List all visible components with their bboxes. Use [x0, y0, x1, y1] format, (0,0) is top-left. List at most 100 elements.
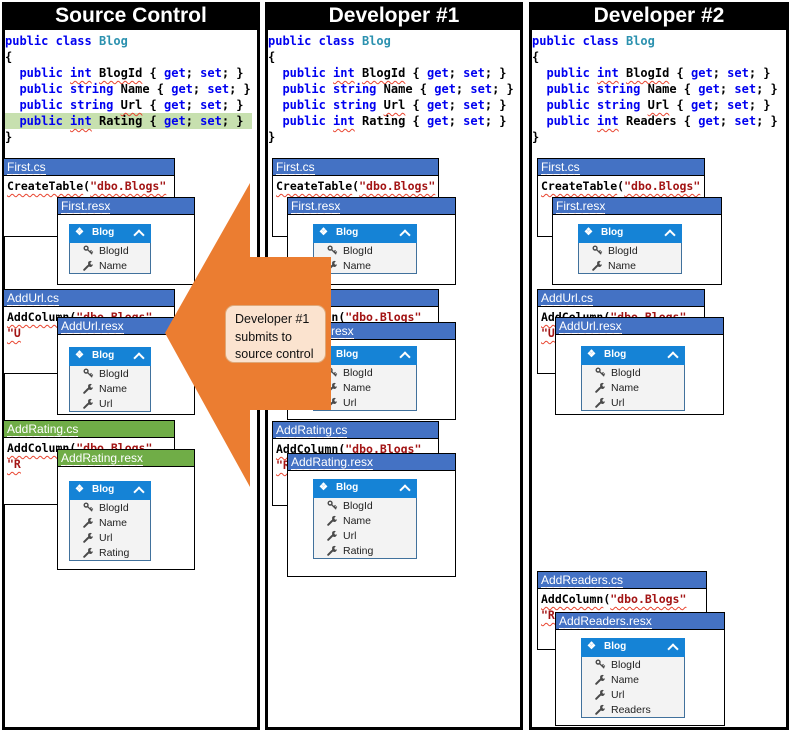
code-snippet-developer-2: public class Blog{ public int BlogId { g…	[532, 33, 778, 145]
code-token: get	[427, 114, 449, 128]
code-token	[268, 82, 282, 96]
wrench-icon	[83, 517, 94, 528]
code-token: public	[546, 66, 590, 80]
code-token: public	[19, 114, 63, 128]
file-card-title: AddUrl.resx	[559, 319, 622, 334]
code-token: ; }	[756, 82, 778, 96]
code-line: public string Url { get; set; }	[532, 97, 778, 113]
chevron-up-icon	[667, 643, 679, 655]
code-token: get	[164, 114, 186, 128]
file-card-title: AddReaders.cs	[541, 573, 624, 588]
table-row: BlogId	[70, 500, 150, 515]
code-token: {	[268, 50, 276, 64]
column-label: Name	[611, 673, 640, 686]
code-token	[48, 34, 55, 48]
wrench-icon	[595, 397, 606, 408]
code-token: set	[200, 98, 222, 112]
code-token: string	[597, 98, 641, 112]
column-label: Name	[99, 259, 128, 272]
code-token: ; }	[221, 66, 244, 80]
file-card-titlebar: AddRating.resx	[288, 454, 455, 471]
code-token: set	[200, 114, 222, 128]
code-token: set	[200, 66, 222, 80]
code-token	[590, 66, 597, 80]
card-code-snippet: CreateTable("dbo.Blogs"	[276, 178, 435, 194]
code-token: Readers	[625, 114, 677, 128]
code-token: set	[734, 114, 757, 128]
code-token: Url	[383, 98, 406, 112]
code-token	[326, 114, 333, 128]
code-token: "U	[541, 326, 555, 340]
column-label: Name	[343, 514, 372, 527]
code-token: (	[69, 441, 77, 455]
code-line: {	[268, 49, 514, 65]
code-token: Rating	[361, 114, 406, 128]
code-token	[5, 98, 19, 112]
code-token	[311, 34, 318, 48]
column-label: BlogId	[611, 366, 641, 379]
code-token: string	[597, 82, 641, 96]
code-token: ;	[719, 114, 735, 128]
code-line: "R	[541, 607, 686, 623]
table-row: BlogId	[314, 365, 416, 380]
file-card-titlebar: First.resx	[58, 198, 194, 215]
code-token: public	[282, 114, 326, 128]
code-line: public string Url { get; set; }	[5, 97, 252, 113]
code-token: ;	[192, 82, 208, 96]
code-token	[590, 98, 597, 112]
code-token: ; }	[748, 66, 771, 80]
code-token	[640, 98, 647, 112]
table-row: Name	[314, 380, 416, 395]
card-code-snippet: AddColumn("dbo.Blogs""R	[541, 591, 686, 623]
code-token: set	[463, 66, 485, 80]
file-card-titlebar: First.cs	[4, 159, 174, 176]
entity-table-header: ❖Blog	[313, 479, 417, 498]
table-name: Blog	[603, 349, 627, 360]
column-header-developer-1: Developer #1	[265, 2, 523, 30]
code-line: "R	[7, 456, 152, 472]
code-token: ; }	[229, 82, 251, 96]
entity-table-header: ❖Blog	[578, 224, 682, 243]
code-line: public string Name { get; set; }	[5, 81, 252, 97]
key-icon	[592, 245, 603, 256]
entity-table-header: ❖Blog	[581, 638, 685, 657]
column-label: Name	[99, 382, 128, 395]
code-token: ;	[719, 82, 735, 96]
code-token: }	[532, 130, 540, 144]
wrench-icon	[327, 260, 338, 271]
table-row: Name	[582, 672, 684, 687]
code-token	[268, 98, 282, 112]
table-row: Name	[314, 258, 416, 273]
chevron-up-icon	[399, 351, 411, 363]
code-token: int	[597, 114, 619, 128]
file-card-title: AddUrl.cs	[7, 291, 60, 306]
wrench-icon	[327, 545, 338, 556]
code-token: }	[268, 130, 276, 144]
column-label: BlogId	[343, 366, 373, 379]
wrench-icon	[595, 674, 606, 685]
code-token	[113, 98, 120, 112]
code-token: int	[333, 66, 355, 80]
code-token: "R	[7, 457, 21, 471]
column-label: BlogId	[99, 367, 129, 380]
table-row: Name	[70, 515, 150, 530]
code-token: {	[5, 50, 13, 64]
code-token: ; }	[484, 66, 507, 80]
code-token: "dbo.Blogs"	[610, 592, 687, 606]
code-token: "dbo.Blogs"	[345, 442, 422, 456]
code-line: CreateTable("dbo.Blogs"	[7, 178, 166, 194]
code-token: "R	[541, 608, 555, 622]
code-token: public	[546, 114, 590, 128]
code-token	[326, 82, 333, 96]
code-token: string	[333, 98, 377, 112]
code-line: CreateTable("dbo.Blogs"	[541, 178, 700, 194]
